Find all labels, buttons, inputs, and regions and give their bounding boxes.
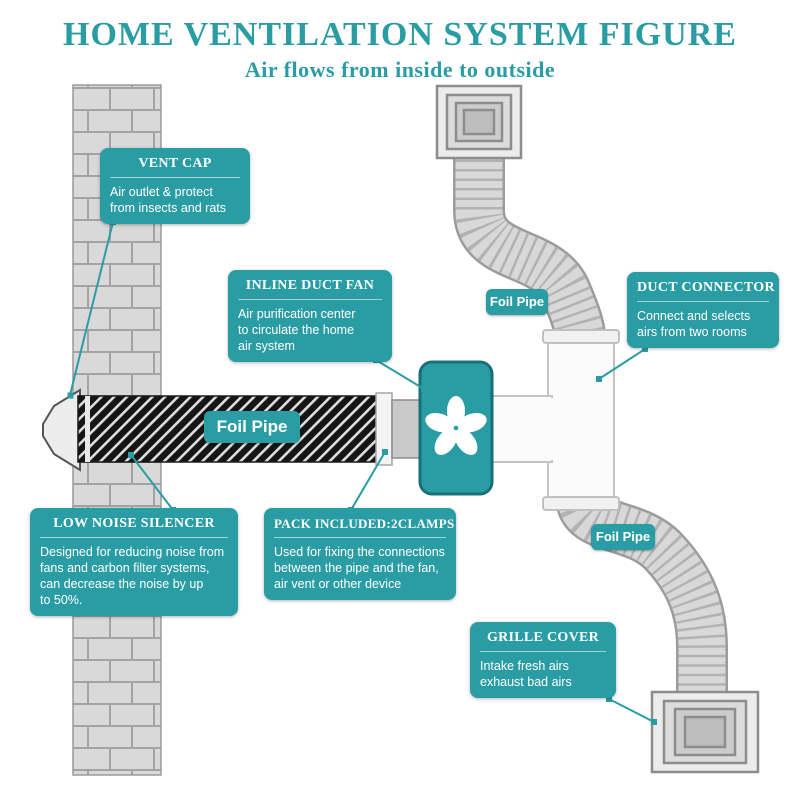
- leader-lines: [69, 221, 655, 723]
- callout-inline-duct-fan-body: Air purification center to circulate the…: [238, 307, 356, 353]
- leader-line: [350, 451, 386, 511]
- callout-grille-cover: GRILLE COVER Intake fresh airs exhaust b…: [470, 622, 616, 698]
- callout-duct-connector-body: Connect and selects airs from two rooms: [637, 309, 751, 339]
- callout-grille-cover-body: Intake fresh airs exhaust bad airs: [480, 659, 572, 689]
- foil-pipe-label-main: Foil Pipe: [204, 411, 300, 443]
- flex-duct-upper: [453, 150, 607, 349]
- duct-connector-body: [491, 329, 620, 511]
- callout-grille-cover-title: GRILLE COVER: [480, 630, 606, 652]
- page-title: HOME VENTILATION SYSTEM FIGURE: [63, 16, 737, 53]
- leader-line: [130, 454, 174, 511]
- foil-pipe-label-upper: Foil Pipe: [486, 289, 548, 315]
- callout-low-noise-silencer-title: LOW NOISE SILENCER: [40, 516, 228, 538]
- callout-inline-duct-fan-title: INLINE DUCT FAN: [238, 278, 382, 300]
- flex-duct-lower: [555, 492, 728, 696]
- leader-line: [69, 221, 114, 396]
- page-subtitle: Air flows from inside to outside: [244, 57, 556, 82]
- callout-low-noise-silencer: LOW NOISE SILENCER Designed for reducing…: [30, 508, 238, 616]
- callout-pack-included-body: Used for fixing the connections between …: [274, 545, 445, 591]
- fan-icon: [425, 396, 487, 455]
- callout-inline-duct-fan: INLINE DUCT FAN Air purification center …: [228, 270, 392, 362]
- vent-grille-top: [435, 84, 523, 160]
- foil-pipe-label-lower: Foil Pipe: [591, 524, 655, 550]
- inline-duct-fan-body: [418, 360, 494, 496]
- clamp-band-left: [85, 396, 90, 462]
- callout-vent-cap: VENT CAP Air outlet & protect from insec…: [100, 148, 250, 224]
- callout-duct-connector: DUCT CONNECTOR Connect and selects airs …: [627, 272, 779, 348]
- callout-pack-included: PACK INCLUDED:2CLAMPS Used for fixing th…: [264, 508, 456, 600]
- leader-line: [598, 348, 646, 380]
- callout-duct-connector-title: DUCT CONNECTOR: [637, 280, 775, 302]
- vent-grille-bottom: [650, 690, 760, 774]
- callout-low-noise-silencer-body: Designed for reducing noise from fans an…: [40, 545, 225, 607]
- vent-cap-shape: [42, 388, 81, 472]
- leader-line: [375, 359, 425, 390]
- callout-vent-cap-title: VENT CAP: [110, 156, 240, 178]
- leader-line: [608, 698, 655, 723]
- pipe-flange: [391, 399, 423, 459]
- callout-pack-included-title: PACK INCLUDED:2CLAMPS: [274, 516, 454, 538]
- callout-vent-cap-body: Air outlet & protect from insects and ra…: [110, 185, 227, 215]
